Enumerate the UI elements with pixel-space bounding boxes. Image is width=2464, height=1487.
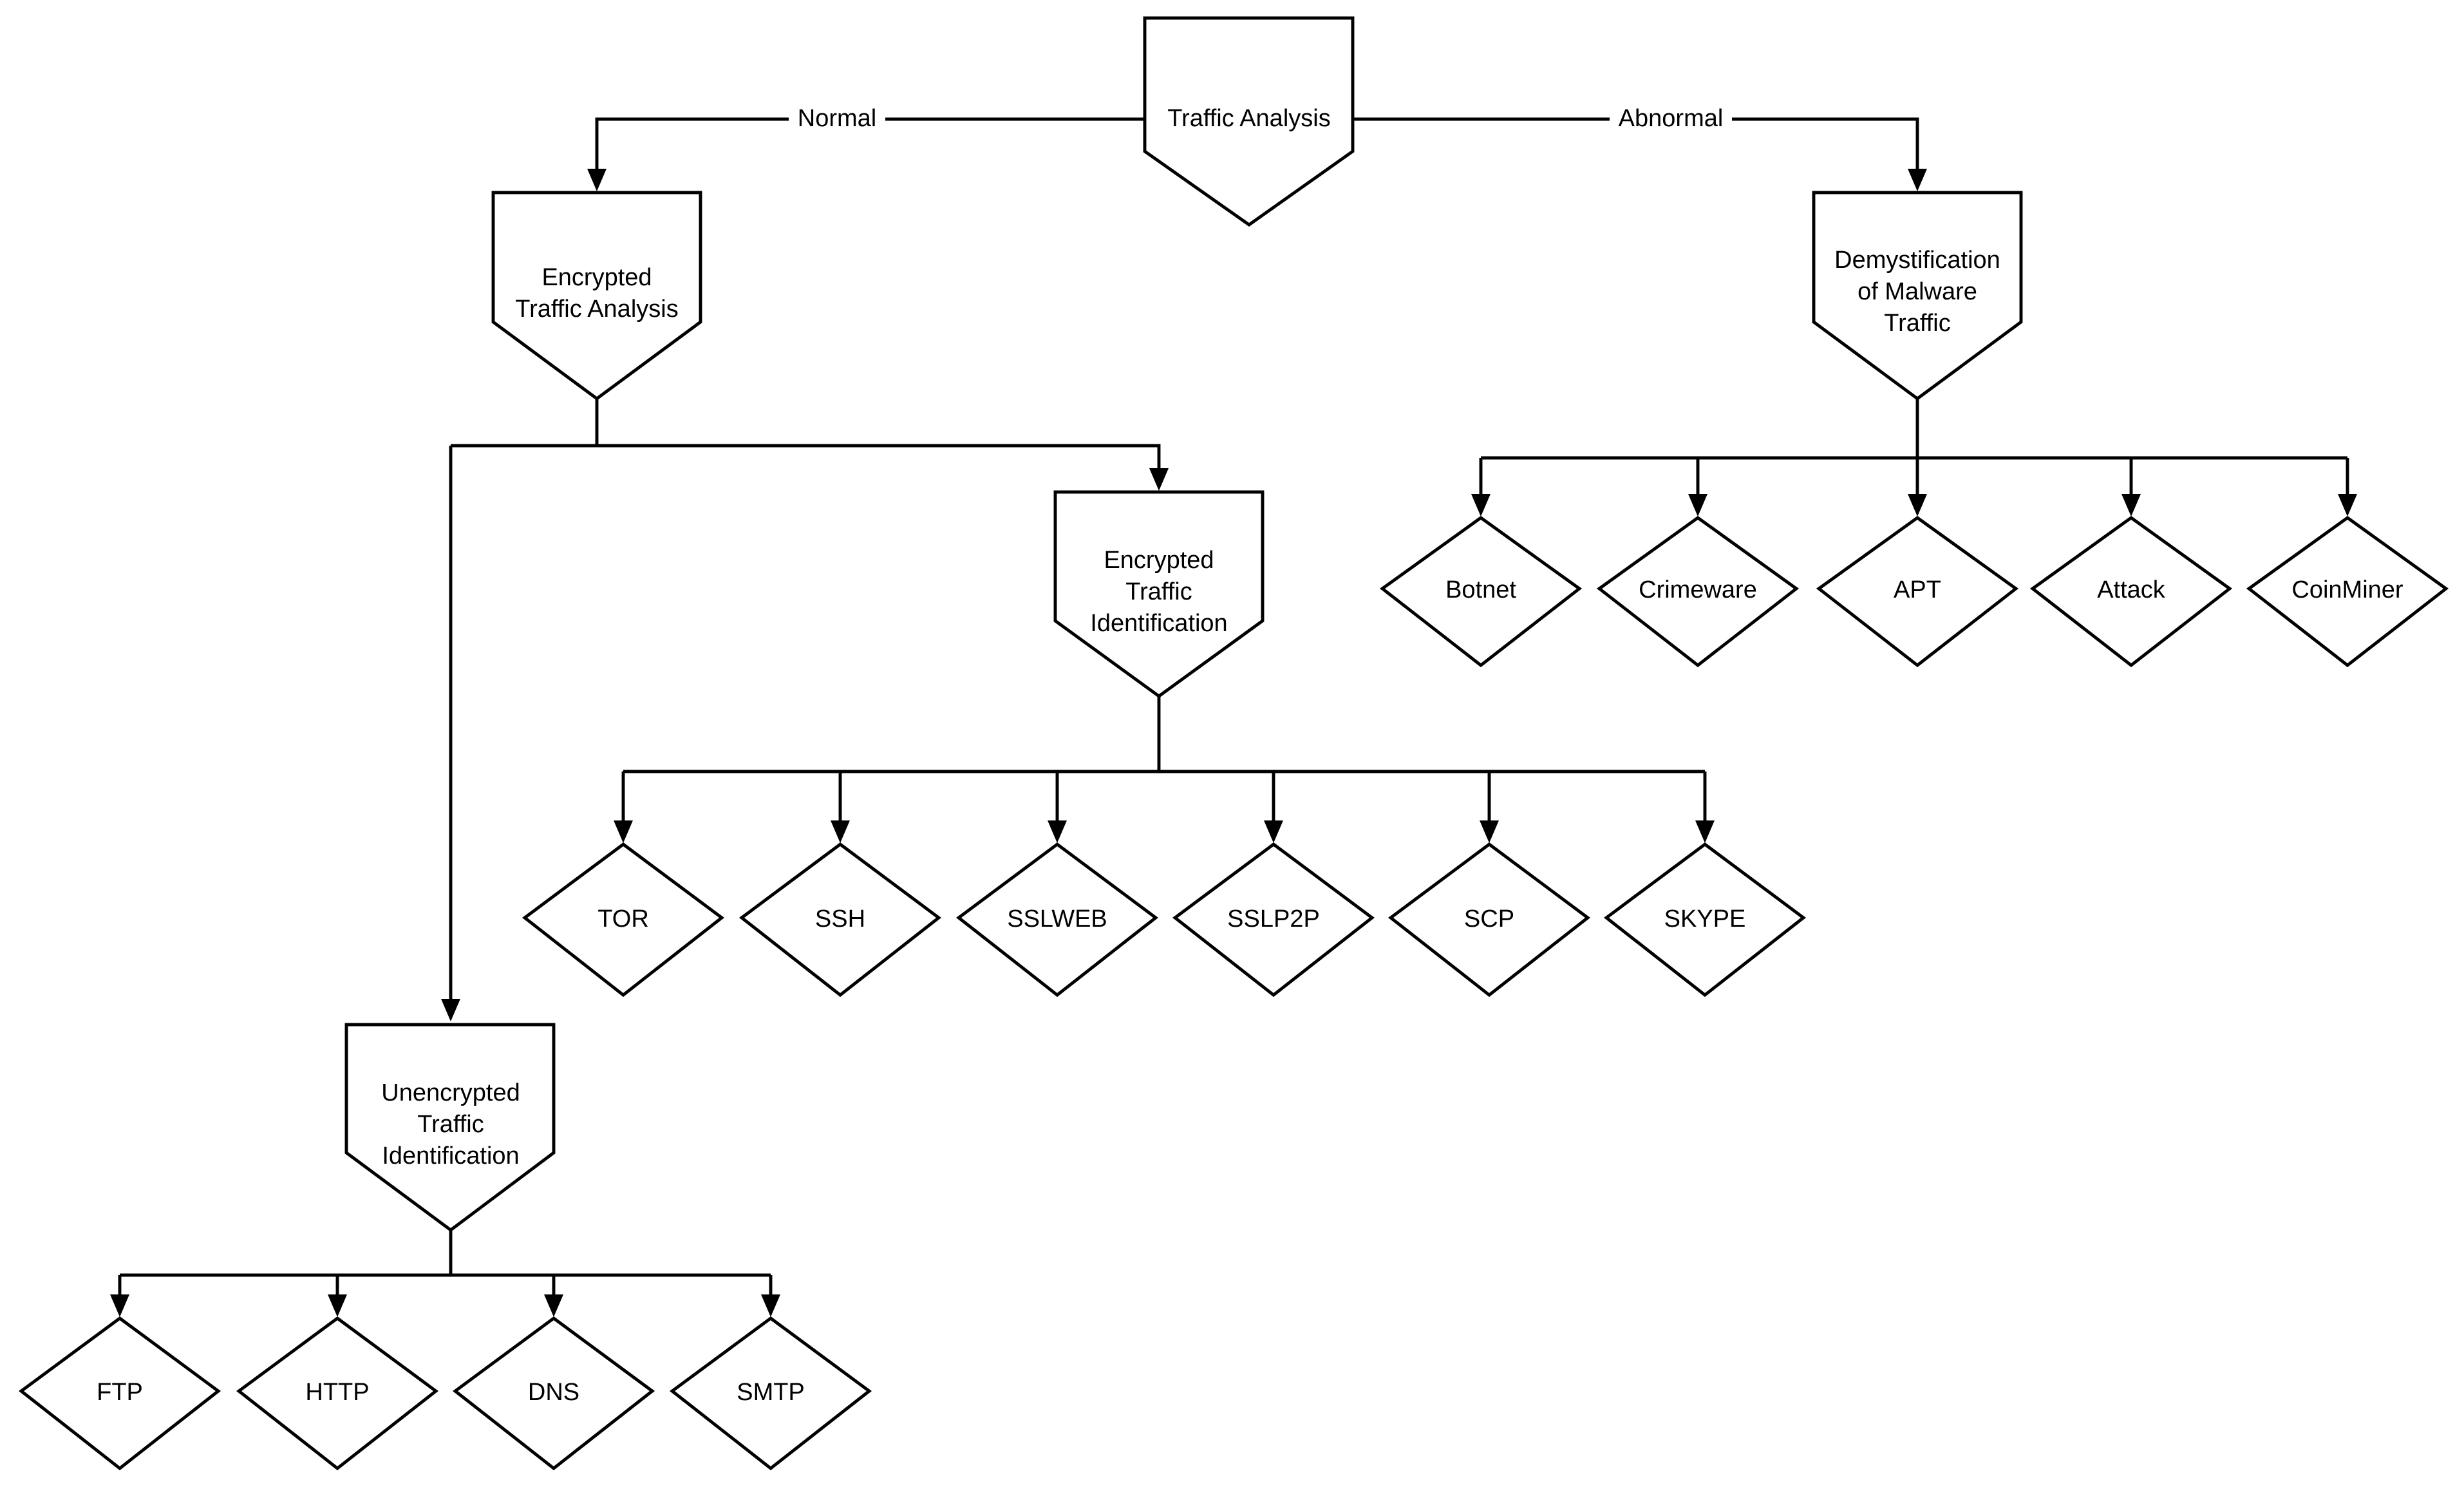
unencrypted-leaf-drops [110,1275,780,1317]
arrowhead-encrypted-analysis [587,169,607,191]
node-unencrypted-traffic-identification-line2: Traffic [417,1111,484,1138]
svg-text:Attack: Attack [2097,576,2166,603]
edge-root-to-encrypted-analysis [595,117,1145,169]
node-traffic-analysis: Traffic Analysis [1143,16,1355,227]
svg-text:APT: APT [1894,576,1941,603]
connectors [110,103,2357,1317]
svg-text:SCP: SCP [1464,905,1514,933]
edge-analysis-to-encrypted-id [451,444,1161,468]
node-unencrypted-traffic-identification-line3: Identification [382,1142,519,1170]
node-encrypted-traffic-identification-line3: Identification [1090,610,1227,637]
node-malware-traffic-line1: Demystification [1834,247,2000,274]
leaf-smtp: SMTP [669,1316,872,1471]
svg-text:TOR: TOR [597,905,649,933]
leaf-coinminer: CoinMiner [2246,515,2449,668]
node-traffic-analysis-label: Traffic Analysis [1167,105,1330,132]
arrowhead-encrypted-id [1149,468,1169,491]
malware-leaves: Botnet Crimeware APT Attack CoinMiner [1379,515,2449,668]
encrypted-leaves: TOR SSH SSLWEB SSLP2P SCP SKYPE [522,842,1807,998]
encrypted-leaf-drops [614,772,1715,843]
leaf-ssh: SSH [738,842,942,998]
svg-text:SMTP: SMTP [737,1379,805,1406]
leaf-sslweb: SSLWEB [955,842,1159,998]
leaf-dns: DNS [452,1316,655,1471]
svg-text:HTTP: HTTP [305,1379,369,1406]
svg-text:FTP: FTP [97,1379,143,1406]
leaf-botnet: Botnet [1379,515,1583,668]
node-unencrypted-traffic-identification: Unencrypted Traffic Identification [344,1023,556,1233]
node-encrypted-traffic-identification: Encrypted Traffic Identification [1053,490,1265,699]
arrowhead-unencrypted-id [441,999,460,1021]
svg-text:SSLP2P: SSLP2P [1227,905,1320,933]
svg-text:Crimeware: Crimeware [1639,576,1757,603]
node-encrypted-traffic-analysis-line2: Traffic Analysis [515,296,678,323]
leaf-skype: SKYPE [1603,842,1807,998]
arrowhead-malware [1908,169,1927,191]
leaf-crimeware: Crimeware [1596,515,1800,668]
leaf-sslp2p: SSLP2P [1172,842,1375,998]
node-encrypted-traffic-identification-line1: Encrypted [1104,547,1214,574]
svg-text:SKYPE: SKYPE [1664,905,1746,933]
edge-label-abnormal: Abnormal [1619,105,1724,132]
svg-text:Botnet: Botnet [1445,576,1516,603]
node-encrypted-traffic-analysis-line1: Encrypted [541,264,652,291]
svg-text:DNS: DNS [528,1379,579,1406]
leaf-attack: Attack [2029,515,2233,668]
svg-text:CoinMiner: CoinMiner [2291,576,2403,603]
leaf-ftp: FTP [18,1316,221,1471]
node-malware-traffic-line3: Traffic [1884,310,1950,337]
node-malware-traffic-line2: of Malware [1857,278,1977,305]
leaf-http: HTTP [236,1316,439,1471]
node-malware-traffic: Demystification of Malware Traffic [1812,191,2023,401]
svg-text:SSH: SSH [815,905,865,933]
svg-text:SSLWEB: SSLWEB [1007,905,1107,933]
leaf-scp: SCP [1387,842,1591,998]
malware-leaf-drops [1471,458,2357,516]
edge-root-to-malware [1353,117,1919,169]
node-encrypted-traffic-analysis: Encrypted Traffic Analysis [491,191,702,401]
leaf-tor: TOR [522,842,725,998]
node-unencrypted-traffic-identification-line1: Unencrypted [381,1079,520,1106]
node-encrypted-traffic-identification-line2: Traffic [1125,578,1192,605]
leaf-apt: APT [1816,515,2019,668]
unencrypted-leaves: FTP HTTP DNS SMTP [18,1316,872,1471]
edge-label-normal: Normal [798,105,876,132]
